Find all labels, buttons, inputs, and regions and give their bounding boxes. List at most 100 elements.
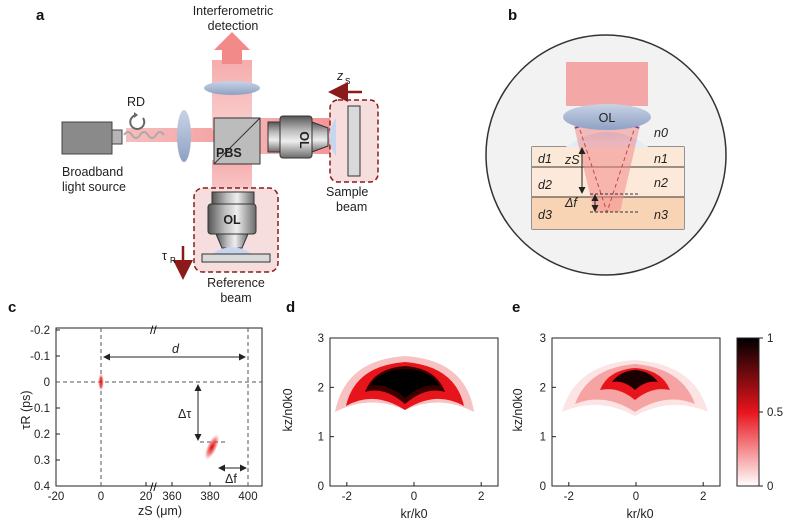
xtick-label: 0 <box>633 491 639 503</box>
ytick-label: 3 <box>540 333 546 345</box>
panel-d-peak <box>370 369 440 398</box>
panel-label-e: e <box>512 299 520 316</box>
sample-label-line1: Sample <box>326 185 368 199</box>
n2-label: n2 <box>654 176 668 190</box>
rotate-icon <box>129 114 146 130</box>
panel-c-xlabel: zS (μm) <box>138 504 182 518</box>
xtick-label: 2 <box>700 491 706 503</box>
source-label-line1: Broadband <box>62 165 123 179</box>
light-source-box <box>61 121 113 155</box>
axis-break-bottom: // <box>150 480 157 494</box>
sample-objective-back <box>267 121 281 153</box>
detection-lens <box>204 81 260 95</box>
fiber <box>123 131 165 139</box>
d1-label: d1 <box>538 152 552 166</box>
reference-label-line2: beam <box>220 291 251 305</box>
sample-ol-label: OL <box>297 131 311 149</box>
ytick-label: 2 <box>540 382 546 394</box>
panel-label-c: c <box>8 299 16 316</box>
rotate-arrow-icon <box>134 112 138 118</box>
panel-label-a: a <box>36 7 45 24</box>
inset-zs-label: zS <box>564 153 580 167</box>
rd-label: RD <box>127 95 145 109</box>
panel-e-peak <box>612 370 658 390</box>
xtick-label: 20 <box>140 491 153 503</box>
ytick-label: -0.2 <box>30 325 50 337</box>
sample-label-line2: beam <box>336 200 367 214</box>
inset-ol-label: OL <box>599 111 616 125</box>
delta-tau-label: Δτ <box>178 407 191 421</box>
reference-mirror <box>201 253 271 263</box>
panel-c-frame <box>55 327 263 487</box>
inset-delta-f-label: Δf <box>564 196 578 210</box>
xtick-label: -2 <box>342 491 352 503</box>
colorbar <box>736 337 760 487</box>
panel-e: e -2 0 2 0 1 2 3 kz/n0k0 kr/k0 00.51 <box>511 299 783 521</box>
ytick-label: 1 <box>318 432 324 444</box>
ytick-label: 0.4 <box>34 481 51 493</box>
ytick-label: 0.2 <box>34 429 50 441</box>
xtick-label: 380 <box>200 491 219 503</box>
peak-bottom <box>204 434 220 460</box>
sample-immersion-dome <box>329 118 336 156</box>
panel-b: b OL zS Δf d1 d2 d3 n0 n1 n2 n3 <box>485 7 727 276</box>
xtick-label: -2 <box>564 491 574 503</box>
colorbar-tick-label: 0 <box>767 481 773 493</box>
inset-focus-cone <box>574 126 640 212</box>
light-source-port <box>111 129 123 145</box>
ytick-label: 0 <box>540 481 546 493</box>
reference-objective-tip <box>215 233 249 249</box>
d-label: d <box>172 342 180 356</box>
source-label-line2: light source <box>62 180 126 194</box>
n0-label: n0 <box>654 126 668 140</box>
xtick-label: 0 <box>411 491 417 503</box>
reference-label-line1: Reference <box>207 276 265 290</box>
n1-label: n1 <box>654 152 668 166</box>
ytick-label: -0.1 <box>30 351 50 363</box>
colorbar-ticks: 00.51 <box>759 333 783 493</box>
xtick-label: 360 <box>162 491 181 503</box>
reference-immersion-dome <box>212 247 252 254</box>
xtick-label: 2 <box>478 491 484 503</box>
panel-e-xlabel: kr/k0 <box>626 507 653 521</box>
inset-beam <box>566 62 648 106</box>
colorbar-tick-label: 1 <box>767 333 773 345</box>
n3-label: n3 <box>654 208 668 222</box>
ytick-label: 1 <box>540 432 546 444</box>
panel-label-d: d <box>286 299 295 316</box>
inset-objective-lens <box>563 104 651 130</box>
collimating-lens <box>177 110 191 162</box>
reference-ol-label: OL <box>223 213 241 227</box>
sample-objective-tip <box>311 121 329 153</box>
peak-surface <box>98 373 104 391</box>
pbs-label: PBS <box>216 146 242 160</box>
panel-c-ylabel: τR (ps) <box>19 391 33 430</box>
tau-r-subscript: R <box>170 256 176 265</box>
panel-e-ylabel: kz/n0k0 <box>511 388 525 431</box>
panel-e-ticks: -2 0 2 0 1 2 3 <box>540 333 707 503</box>
pbs-diagonal <box>213 117 261 165</box>
panel-d-xlabel: kr/k0 <box>400 507 427 521</box>
ytick-label: 0.3 <box>34 455 50 467</box>
zs-subscript: S <box>345 77 350 86</box>
d3-label: d3 <box>538 208 552 222</box>
ytick-label: 0.1 <box>34 403 50 415</box>
d2-label: d2 <box>538 178 552 192</box>
axis-break-top: // <box>150 323 157 337</box>
ytick-label: 2 <box>318 382 324 394</box>
ytick-label: 0 <box>318 481 324 493</box>
ytick-label: 0 <box>44 377 50 389</box>
xtick-label: 400 <box>238 491 257 503</box>
xtick-label: -20 <box>48 491 65 503</box>
reference-objective-back <box>211 191 255 205</box>
panel-d-ylabel: kz/n0k0 <box>281 388 295 431</box>
detection-label-line2: detection <box>208 19 259 33</box>
detection-arrow <box>214 32 250 64</box>
detection-label-line1: Interferometric <box>193 4 274 18</box>
zs-label: z <box>336 69 344 83</box>
